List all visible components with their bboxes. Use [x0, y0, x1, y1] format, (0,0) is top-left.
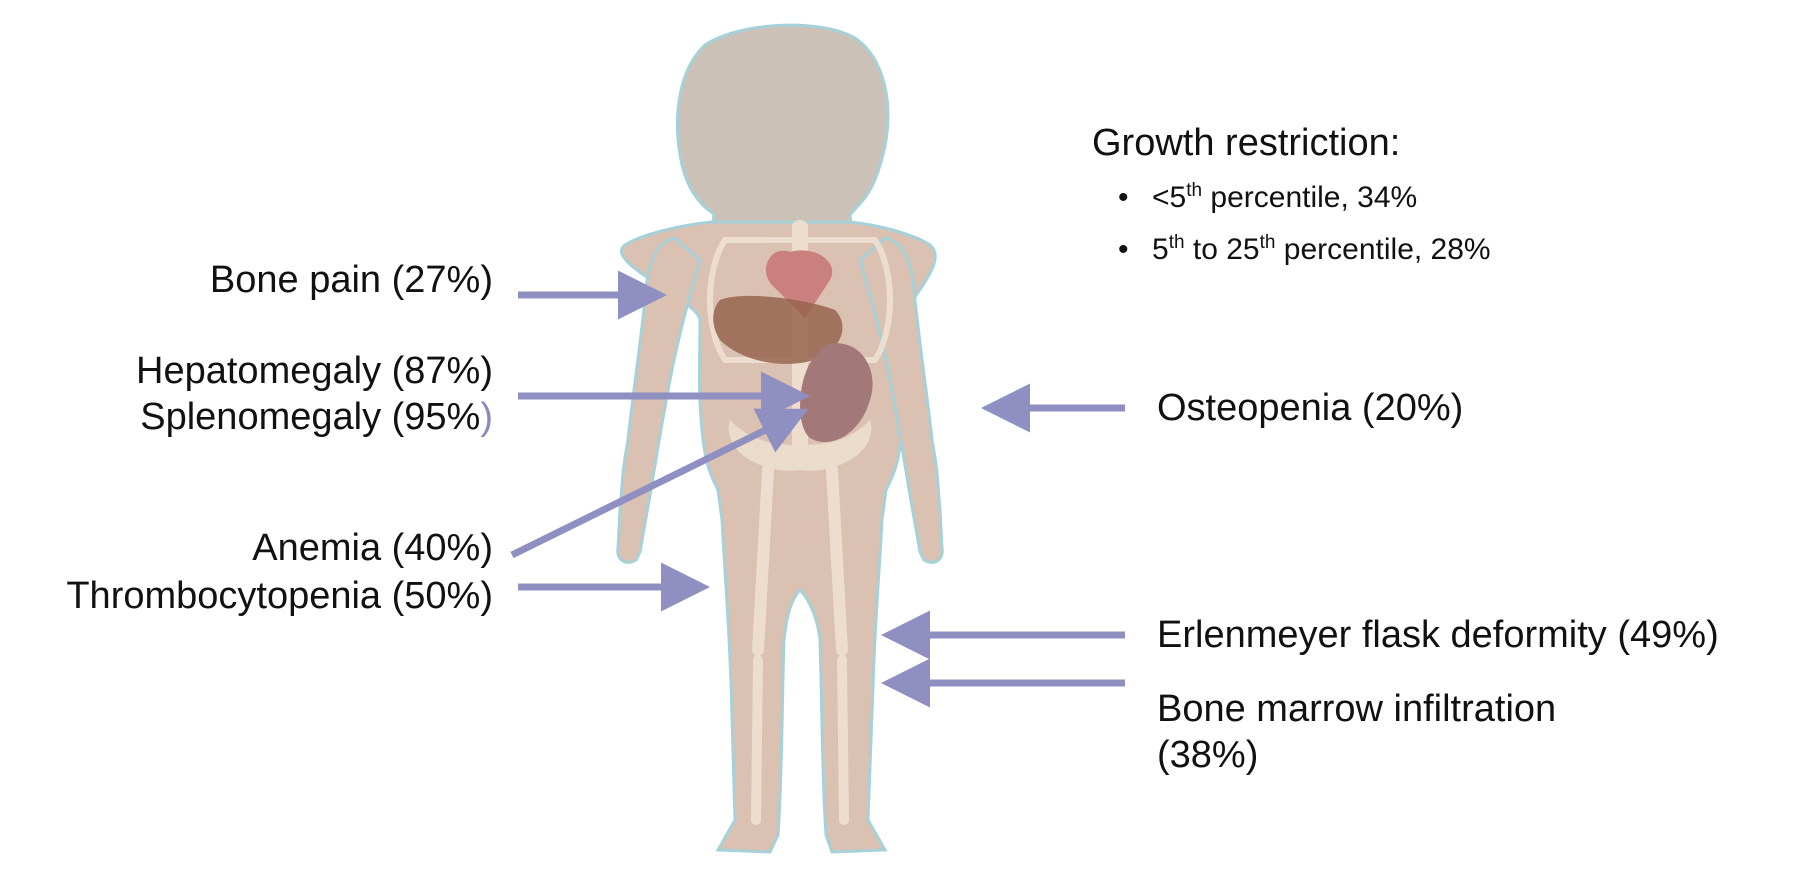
thrombocytopenia-label: Thrombocytopenia (50%)	[66, 573, 493, 619]
growth-item-2: 5th to 25th percentile, 28%	[1118, 224, 1491, 276]
anemia-label: Anemia (40%)	[252, 525, 493, 571]
left-tibia	[756, 660, 758, 820]
bone-marrow-line-1: Bone marrow infiltration	[1157, 686, 1556, 732]
bone-marrow-label: Bone marrow infiltration (38%)	[1157, 686, 1556, 778]
bone-pain-label: Bone pain (27%)	[210, 257, 493, 303]
left-arm	[618, 238, 700, 562]
growth-restriction-list: <5th percentile, 34% 5th to 25th percent…	[1118, 172, 1491, 276]
splenomegaly-closing-paren: )	[480, 396, 493, 438]
splenomegaly-label: Splenomegaly (95%)	[140, 394, 493, 440]
growth-restriction-title: Growth restriction:	[1092, 120, 1400, 166]
bone-marrow-line-2: (38%)	[1157, 732, 1556, 778]
growth-item-1: <5th percentile, 34%	[1118, 172, 1491, 224]
head-silhouette	[677, 25, 888, 236]
child-silhouette	[618, 25, 943, 852]
erlenmeyer-label: Erlenmeyer flask deformity (49%)	[1157, 612, 1719, 658]
splenomegaly-text: Splenomegaly (95%	[140, 396, 480, 438]
hepatomegaly-label: Hepatomegaly (87%)	[136, 348, 493, 394]
osteopenia-label: Osteopenia (20%)	[1157, 385, 1463, 431]
right-tibia	[842, 660, 844, 820]
